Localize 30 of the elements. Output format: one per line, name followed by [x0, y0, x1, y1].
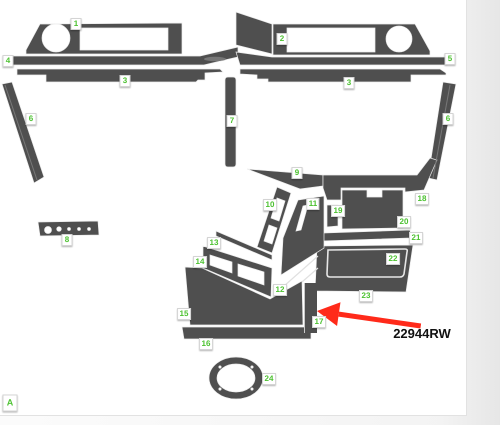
callout-number: 23: [359, 290, 373, 302]
callout-number: 24: [262, 373, 276, 385]
callout-number: 20: [397, 216, 411, 228]
callout-number: 21: [409, 232, 423, 244]
callout-number: 14: [193, 256, 207, 268]
callout-number: 8: [62, 234, 72, 246]
callout-number: 16: [199, 338, 213, 350]
callout-number: 5: [444, 53, 456, 65]
callout-number: 15: [177, 308, 191, 320]
callout-number: 9: [292, 167, 302, 179]
callout-number: 17: [312, 316, 326, 328]
callout-number: 22: [386, 253, 400, 265]
callout-number: 2: [276, 33, 288, 45]
callout-number: 18: [415, 193, 429, 205]
sheet-letter: A: [2, 394, 18, 412]
callout-number: 4: [2, 55, 14, 67]
callout-number: 6: [442, 113, 454, 125]
callout-number: 12: [273, 284, 287, 296]
callout-number: 11: [306, 198, 320, 210]
callout-number: 3: [120, 75, 130, 87]
callout-number: 10: [263, 199, 277, 211]
callout-number: 3: [344, 77, 354, 89]
callout-number: 1: [70, 18, 82, 30]
callout-number: 19: [331, 205, 345, 217]
callout-number: 6: [26, 113, 36, 125]
callout-number: 7: [226, 115, 238, 127]
callout-number: 13: [207, 237, 221, 249]
trim-piece: [304, 283, 317, 333]
pointer-arrow: [317, 302, 422, 328]
part-number: 22944RW: [391, 326, 453, 341]
